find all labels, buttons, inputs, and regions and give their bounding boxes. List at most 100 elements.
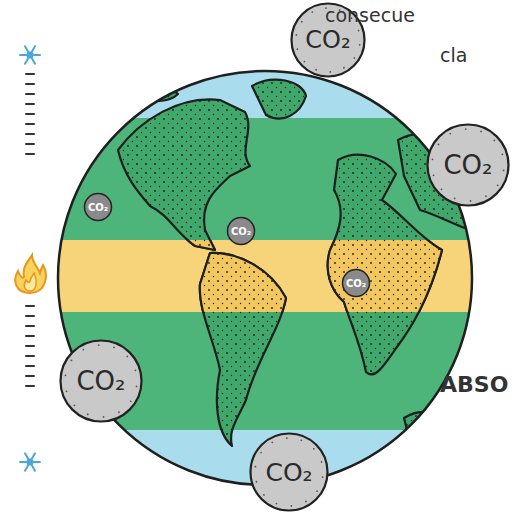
speckle [501, 153, 503, 155]
speckle [71, 360, 73, 362]
caption-fragment: cla [440, 44, 467, 66]
speckle [311, 11, 313, 13]
globe-outline [58, 71, 472, 485]
co2-bubble: CO₂ [59, 339, 143, 423]
co2-bubble: CO₂ [226, 216, 256, 246]
speckle [136, 385, 138, 387]
speckle [134, 369, 136, 371]
speckle [300, 439, 302, 441]
land-texture [200, 253, 286, 446]
speckle [271, 441, 273, 443]
scale-tick [26, 123, 34, 125]
co2-label: CO₂ [88, 202, 108, 213]
scale-tick [26, 385, 34, 387]
co2-bubble: CO₂ [341, 268, 371, 298]
speckle [126, 356, 128, 358]
speckle [465, 128, 467, 130]
speckle [316, 490, 318, 492]
scale-tick [26, 83, 34, 85]
co2-label: CO₂ [231, 226, 251, 237]
speckle [305, 501, 307, 503]
scale-tick [26, 375, 34, 377]
speckle [449, 133, 451, 135]
caption-fragment: ABSO [440, 372, 508, 397]
speckle [66, 390, 68, 392]
speckle [329, 71, 331, 73]
scale-tick [26, 133, 34, 135]
desert-area [328, 240, 442, 312]
scale-tick [26, 345, 34, 347]
speckle [433, 174, 435, 176]
temperature-scale [26, 74, 34, 386]
speckle [321, 461, 323, 463]
speckle [301, 21, 303, 23]
bubble-circle [428, 125, 509, 206]
speckle [359, 44, 361, 46]
bubble-circle [228, 218, 255, 245]
speckle [438, 144, 440, 146]
speckle [256, 481, 258, 483]
speckle [485, 195, 487, 197]
co2-label: CO₂ [443, 150, 492, 180]
co2-bubble: CO₂ [83, 192, 113, 222]
speckle [74, 404, 76, 406]
co2-label: CO₂ [346, 278, 366, 289]
speckle [503, 169, 505, 171]
bubble-circle [61, 341, 142, 422]
speckle [343, 67, 345, 69]
co2-bubble: CO₂ [249, 432, 329, 512]
land-texture [252, 80, 306, 119]
speckle [260, 452, 262, 454]
continents [118, 80, 476, 446]
speckle [130, 400, 132, 402]
scale-tick [26, 355, 34, 357]
scale-tick [26, 335, 34, 337]
speckle [493, 140, 495, 142]
scale-tick [26, 365, 34, 367]
scale-tick [26, 113, 34, 115]
speckle [65, 374, 67, 376]
bubble-circle [343, 270, 370, 297]
speckle [497, 184, 499, 186]
speckle [263, 494, 265, 496]
desert-area [200, 253, 286, 312]
bubble-circle [251, 434, 328, 511]
speckle [87, 414, 89, 416]
scale-tick [26, 153, 34, 155]
co2-label: CO₂ [265, 458, 312, 487]
speckle [322, 476, 324, 478]
scale-tick [26, 93, 34, 95]
speckle [98, 344, 100, 346]
speckle [432, 158, 434, 160]
scale-tick [26, 305, 34, 307]
climate-bands [0, 60, 516, 490]
speckle [296, 34, 298, 36]
speckle [82, 349, 84, 351]
speckle [441, 188, 443, 190]
speckle [470, 200, 472, 202]
scale-tick [26, 103, 34, 105]
speckle [103, 416, 105, 418]
speckle [480, 131, 482, 133]
scale-tick [26, 73, 34, 75]
speckle [286, 437, 288, 439]
speckle [113, 347, 115, 349]
speckle [313, 448, 315, 450]
scale-tick [26, 315, 34, 317]
bubble-circle [85, 194, 112, 221]
flame-icon [15, 255, 46, 293]
caption-fragment: consecue [325, 4, 415, 26]
speckle [304, 61, 306, 63]
scale-tick [26, 143, 34, 145]
scale-tick [26, 325, 34, 327]
speckle [454, 198, 456, 200]
speckle [118, 411, 120, 413]
desert-area [118, 240, 250, 250]
speckle [315, 69, 317, 71]
co2-label: CO₂ [76, 366, 125, 396]
co2-bubble: CO₂ [426, 123, 510, 207]
speckle [255, 466, 257, 468]
speckle [354, 57, 356, 59]
speckle [276, 503, 278, 505]
